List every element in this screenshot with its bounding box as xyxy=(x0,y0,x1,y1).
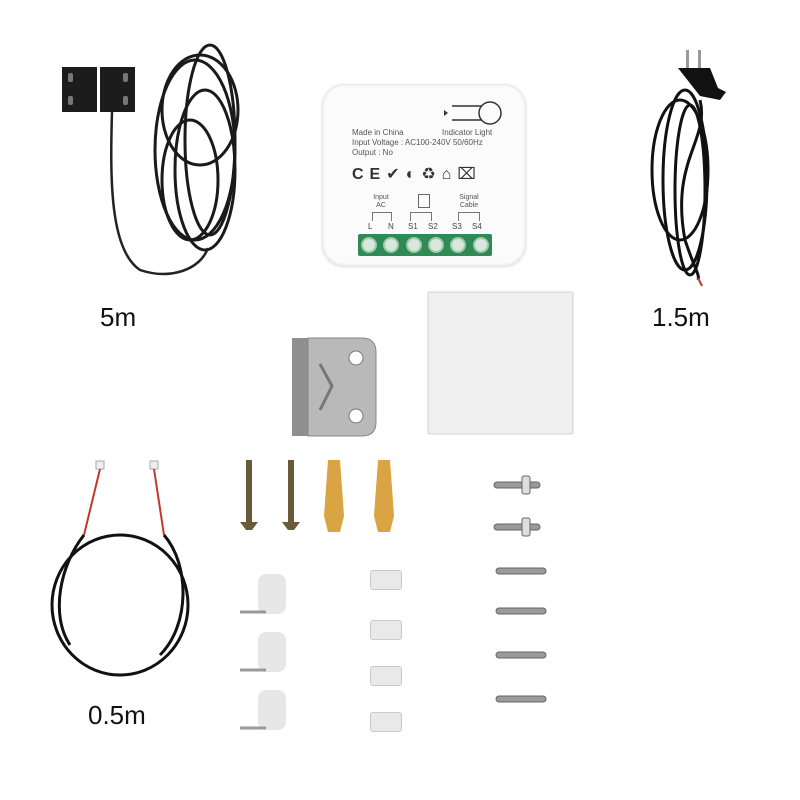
terminal-screw-icon xyxy=(428,237,445,253)
terminal-label-s2: S2 xyxy=(428,222,438,231)
door-sensor-length-label: 5m xyxy=(100,302,137,332)
power-cable-length-label: 1.5m xyxy=(652,302,710,332)
metal-bracket-illustration xyxy=(292,337,377,437)
power-cable-illustration xyxy=(650,50,726,287)
wall-anchors xyxy=(324,460,394,532)
terminal-label-l: L xyxy=(368,222,373,231)
indicator-light-icon xyxy=(444,101,502,125)
terminal-screw-icon xyxy=(450,237,467,253)
terminal-label-s3: S3 xyxy=(452,222,462,231)
weee-bin-icon: ⌧ xyxy=(457,166,482,183)
terminal-label-n: N xyxy=(388,222,394,231)
switch-symbol-icon xyxy=(418,194,430,208)
metal-bracket xyxy=(292,334,378,440)
recycle-icon: ♻ xyxy=(421,166,442,183)
certification-marks: CE✔◐♻⌂⌧ xyxy=(352,164,482,184)
terminal-screw-icon xyxy=(472,237,489,253)
ce-mark-icon: CE xyxy=(352,166,387,183)
rubber-pads xyxy=(370,570,404,740)
output-label: Output : No xyxy=(352,148,393,157)
signal-cable-illustration xyxy=(50,460,190,677)
terminal-label-s1: S1 xyxy=(408,222,418,231)
door-sensor xyxy=(40,40,260,300)
door-sensor-illustration xyxy=(62,43,240,276)
bolts-and-screws xyxy=(493,475,547,703)
switch-module: Made in China Indicator Light Input Volt… xyxy=(322,84,526,266)
terminal-label-s4: S4 xyxy=(472,222,482,231)
wood-screws xyxy=(240,460,300,530)
input-voltage-label: Input Voltage : AC100-240V 50/60Hz xyxy=(352,138,483,147)
cable-clips-illustration xyxy=(240,574,286,730)
made-in-label: Made in China xyxy=(352,128,404,137)
house-icon: ⌂ xyxy=(441,166,458,183)
signal-cable xyxy=(40,455,200,685)
indicator-label: Indicator Light xyxy=(442,128,493,137)
rohs-mark-icon: ✔ xyxy=(386,166,406,183)
green-dot-icon: ◐ xyxy=(405,166,422,183)
adhesive-sticker-pad xyxy=(428,292,573,434)
terminal-screw-icon xyxy=(405,237,422,253)
terminal-block xyxy=(358,234,492,256)
terminal-screw-icon xyxy=(361,237,378,253)
cable-clips xyxy=(236,572,296,742)
signal-cable-length-label: 0.5m xyxy=(88,700,146,730)
power-cable xyxy=(640,40,740,300)
terminal-screw-icon xyxy=(383,237,400,253)
